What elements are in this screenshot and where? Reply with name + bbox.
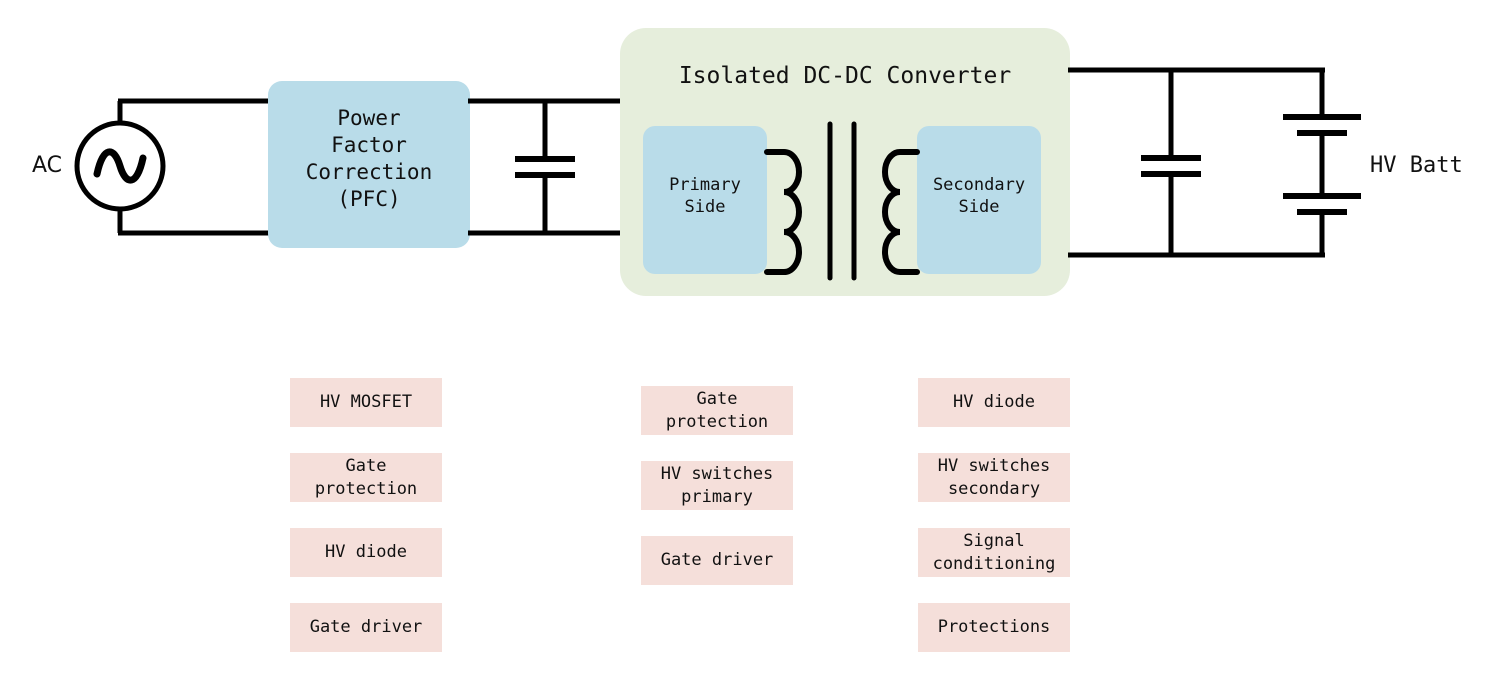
component-chip[interactable]: HV diode: [918, 378, 1070, 427]
dc-link-wires: [468, 98, 620, 236]
dc-link-capacitor-icon: [515, 156, 575, 178]
component-chip[interactable]: Protections: [918, 603, 1070, 652]
component-chip[interactable]: HV diode: [290, 528, 442, 577]
component-chip[interactable]: Gate protection: [641, 386, 793, 435]
battery-icon: [1283, 114, 1361, 215]
component-chip[interactable]: Signal conditioning: [918, 528, 1070, 577]
output-capacitor-icon: [1141, 155, 1201, 177]
component-chip[interactable]: HV MOSFET: [290, 378, 442, 427]
component-chip[interactable]: Gate driver: [290, 603, 442, 652]
component-chip[interactable]: Gate protection: [290, 453, 442, 502]
primary-side-block: [643, 126, 767, 274]
component-chip[interactable]: HV switches secondary: [918, 453, 1070, 502]
ac-input-wires: [117, 98, 270, 236]
output-wires: [1068, 67, 1325, 258]
component-chip[interactable]: Gate driver: [641, 536, 793, 585]
pfc-block: [268, 81, 470, 248]
component-chip[interactable]: HV switches primary: [641, 461, 793, 510]
secondary-side-block: [917, 126, 1041, 274]
ac-source-sine-icon: [74, 120, 166, 212]
transformer-icon: [764, 121, 920, 281]
